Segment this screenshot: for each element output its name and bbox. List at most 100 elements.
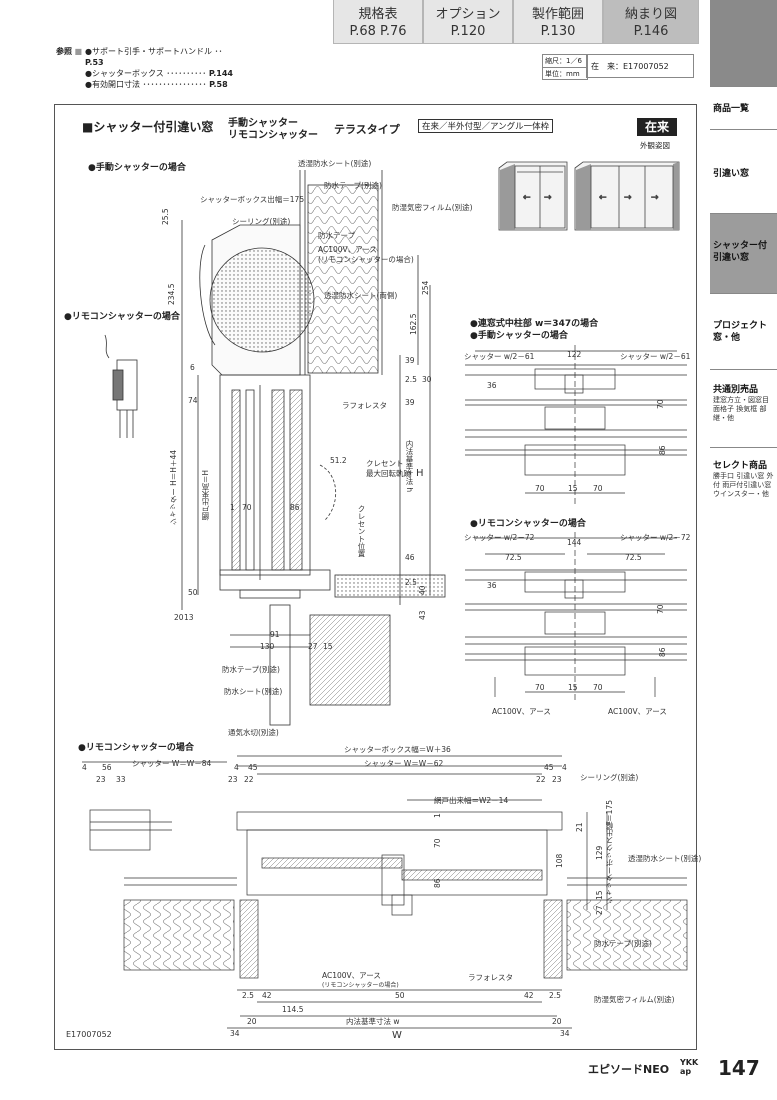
sidebar-item-project[interactable]: プロジェクト窓・他	[710, 294, 777, 370]
label-waterproof-sheet-plan: 透湿防水シート(別途)	[628, 854, 702, 863]
tab-details[interactable]: 納まり図 P.146	[603, 0, 699, 44]
svg-text:36: 36	[487, 581, 497, 590]
svg-text:129: 129	[595, 845, 604, 860]
sidebar-item-catalog[interactable]: 商品一覧	[710, 86, 777, 130]
label-shutter-w2-61-right: シャッター w/2－61	[620, 352, 691, 361]
sidebar-item-shutter-sliding[interactable]: シャッター付引違い窓	[710, 214, 777, 294]
drawing-frame	[54, 104, 697, 1050]
reference-item[interactable]: ●シャッターボックス ･･････････ P.144	[85, 69, 233, 78]
label-h-upper: H	[416, 468, 424, 479]
scale-unit-box: 縮尺：1／6 単位：mm	[542, 54, 588, 80]
section-mullion-remote: ●リモコンシャッターの場合	[470, 519, 586, 529]
tab-option[interactable]: オプション P.120	[423, 0, 513, 44]
label-waterproof-tape: 防水テープ	[318, 231, 356, 240]
label-w-inner: 内法基準寸法 w	[346, 1017, 400, 1026]
label-ac100v-mullion-left: AC100V、アース	[492, 707, 551, 716]
svg-text:86: 86	[433, 878, 442, 888]
label-laforesta: ラフォレスタ	[342, 401, 387, 410]
label-screen-width: 網戸出来幅＝W2－14	[434, 796, 509, 805]
svg-text:70: 70	[656, 604, 665, 614]
brand-logo: YKK ap	[680, 1058, 699, 1076]
drawing-type-box: 在来／半外付型／アングル一体枠	[418, 119, 554, 133]
svg-text:36: 36	[487, 381, 497, 390]
svg-text:70: 70	[433, 838, 442, 848]
svg-text:51.2: 51.2	[330, 456, 347, 465]
svg-text:20: 20	[552, 1017, 562, 1026]
svg-text:72.5: 72.5	[625, 553, 642, 562]
svg-text:4: 4	[234, 763, 239, 772]
sidebar-header-bar	[710, 0, 777, 86]
reference-item[interactable]: ●サポート引手・サポートハンドル ･･P.53	[85, 47, 223, 67]
svg-text:72.5: 72.5	[505, 553, 522, 562]
svg-text:50: 50	[188, 588, 198, 597]
svg-text:70: 70	[242, 503, 252, 512]
reference-item[interactable]: ●有効開口寸法 ････････････････ P.58	[85, 80, 228, 89]
label-waterproof-sheet-sep: 透湿防水シート(別途)	[298, 159, 372, 168]
tab-spec-page: P.68 P.76	[349, 24, 407, 39]
svg-text:122: 122	[567, 350, 582, 359]
svg-text:25.5: 25.5	[161, 208, 170, 225]
label-inner-dim-h: 内法基準寸法 h	[405, 440, 414, 493]
svg-text:40: 40	[418, 585, 427, 595]
drawing-subtitle-1: 手動シャッター	[228, 118, 298, 129]
tab-range-page: P.130	[540, 24, 576, 39]
sidebar-item-common-options[interactable]: 共通別売品 建窓方立・図窓目 面格子 換気框 部継・他	[710, 370, 777, 448]
label-crescent: クレセント	[366, 459, 404, 468]
svg-text:254: 254	[421, 280, 430, 295]
tab-details-page: P.146	[633, 24, 669, 39]
product-name: エピソードNEO	[588, 1063, 670, 1076]
label-shutter-w2-72-right: シャッター w/2－72	[620, 533, 691, 542]
section-manual-shutter: ●手動シャッターの場合	[88, 163, 186, 173]
label-sealing-plan: シーリング(別途)	[580, 773, 639, 782]
exterior-elevation-figure: ← → ← → →	[498, 161, 680, 231]
label-airtight-film-plan: 防湿気密フィルム(別途)	[594, 995, 675, 1004]
tab-spec[interactable]: 規格表 P.68 P.76	[333, 0, 423, 44]
section-mullion-manual: ●手動シャッターの場合	[470, 331, 568, 341]
label-ac100v-plan-note: (リモコンシャッターの場合)	[322, 982, 399, 989]
label-waterproof-tape-plan: 防水テープ(別途)	[594, 939, 652, 948]
svg-text:50: 50	[395, 991, 405, 1000]
svg-text:23: 23	[228, 775, 238, 784]
type-code-box: 在 来：E17007052	[586, 54, 694, 78]
tab-option-page: P.120	[450, 24, 486, 39]
svg-text:91: 91	[270, 630, 280, 639]
scale-label: 縮尺：1／6	[543, 55, 587, 68]
label-box-projection: シャッターボックス出幅＝175	[200, 195, 305, 204]
label-sealing: シーリング(別途)	[232, 217, 291, 226]
label-ac100v-remote: AC100V、アース	[318, 245, 377, 254]
svg-text:22: 22	[536, 775, 546, 784]
svg-text:27: 27	[595, 905, 604, 915]
drawing-subtitle-2: リモコンシャッター	[228, 130, 318, 141]
svg-text:2.5: 2.5	[405, 375, 417, 384]
sidebar-item-select[interactable]: セレクト商品 勝手口 引違い窓 外付 雨戸付引違い窓 ウインスター・他	[713, 461, 774, 498]
badge-caption: 外観姿図	[640, 141, 670, 150]
svg-text:15: 15	[568, 484, 578, 493]
svg-text:←: ←	[523, 193, 531, 203]
sidebar-item-sliding[interactable]: 引違い窓	[710, 130, 777, 214]
svg-text:20: 20	[174, 613, 184, 622]
remote-shutter-detail	[104, 334, 138, 438]
svg-text:86: 86	[658, 647, 667, 657]
svg-text:162.5: 162.5	[409, 313, 418, 335]
svg-text:70: 70	[656, 399, 665, 409]
svg-text:13: 13	[184, 613, 194, 622]
label-crescent-max: 最大回転軌跡	[366, 469, 411, 478]
vertical-section-drawing: 25.5 234.5 254 162.5 39 2.5 30 39 74 6 5…	[161, 170, 446, 726]
tab-range[interactable]: 製作範囲 P.130	[513, 0, 603, 44]
svg-text:2.5: 2.5	[242, 991, 254, 1000]
unit-label: 単位：mm	[545, 70, 580, 78]
tab-details-title: 納まり図	[624, 7, 677, 22]
svg-text:27: 27	[308, 642, 318, 651]
svg-text:39: 39	[405, 398, 415, 407]
section-remote-small: ●リモコンシャッターの場合	[64, 312, 180, 322]
svg-text:86: 86	[290, 503, 300, 512]
svg-text:70: 70	[593, 683, 603, 692]
svg-text:15: 15	[595, 890, 604, 900]
svg-text:39: 39	[405, 356, 415, 365]
label-ac100v-remote-note: (リモコンシャッターの場合)	[318, 255, 414, 264]
label-waterproof-tape-sep: 防水テープ(別途)	[324, 181, 382, 190]
label-shutter-box-width: シャッターボックス幅＝W＋36	[344, 745, 451, 754]
drawing-title: ■シャッター付引違い窓	[82, 120, 214, 134]
conventional-badge: 在来	[637, 118, 677, 136]
svg-text:34: 34	[230, 1029, 240, 1038]
